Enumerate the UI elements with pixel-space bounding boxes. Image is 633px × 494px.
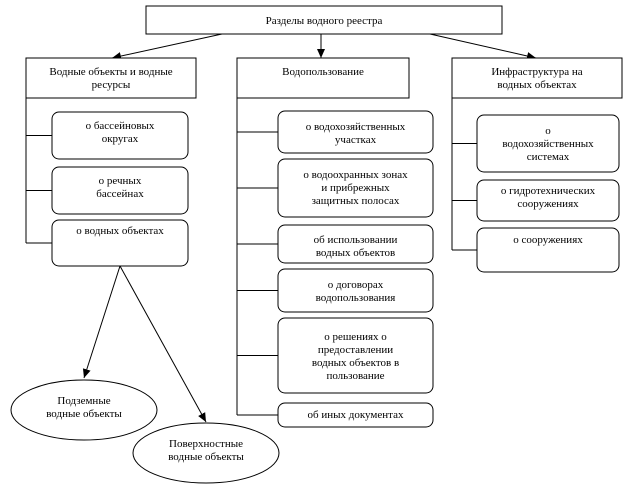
column-2-item-5-label-line: предоставлении — [318, 344, 393, 356]
column-2-item-6-label-line: об иных документах — [308, 409, 404, 421]
column-3-item-3-label-line: о сооружениях — [513, 234, 583, 246]
column-3-title-line: водных объектах — [497, 79, 577, 91]
column-1-item-1-label-line: округах — [102, 133, 139, 145]
column-1-item-2-label-line: бассейнах — [96, 188, 144, 200]
ellipse-2-label-line: водные объекты — [168, 451, 244, 463]
column-3-item-1-box — [476, 114, 620, 173]
column-1-item-2-box — [51, 166, 189, 215]
column-3-item-2-label-line: о гидротехнических — [501, 185, 596, 197]
column-2-item-5-label-line: водных объектов в — [312, 357, 399, 369]
column-3-item-1-label-line: о — [545, 125, 551, 137]
column-2-item-3-label-line: об использовании — [314, 234, 398, 246]
column-3-header-box — [451, 57, 623, 99]
column-2-item-6-label: об иных документах — [308, 409, 404, 421]
column-2-item-2-label-line: о водоохранных зонах — [303, 169, 408, 181]
ellipse-2-shape — [132, 422, 280, 484]
ellipse-arrow-2 — [119, 265, 207, 423]
column-3-item-3-label: о сооружениях — [513, 234, 583, 246]
column-1-item-3-box — [51, 219, 189, 267]
column-2-title: Водопользование — [282, 66, 364, 78]
column-1-item-3-label: о водных объектах — [76, 225, 164, 237]
ellipse-1-label-line: водные объекты — [46, 408, 122, 420]
column-2-item-5-label-line: пользование — [326, 370, 384, 382]
ellipse-1-shape — [10, 379, 158, 441]
root-label: Разделы водного реестра — [266, 15, 383, 27]
column-1-item-1-box — [51, 111, 189, 160]
column-2-item-2-label-line: и прибрежных — [321, 182, 390, 194]
column-1-header-box — [25, 57, 197, 99]
column-1-item-1-label-line: о бассейновых — [86, 120, 155, 132]
root-arrow-3 — [429, 33, 537, 60]
column-2-item-6-box — [277, 402, 434, 428]
column-2-item-1-label-line: о водохозяйственных — [306, 121, 406, 133]
column-1-item-2-label-line: о речных — [99, 175, 142, 187]
column-2-item-3-box — [277, 224, 434, 264]
column-2-item-1-label-line: участках — [335, 134, 377, 146]
ellipse-arrow-1 — [82, 265, 121, 379]
column-2-item-1-box — [277, 110, 434, 154]
column-2-item-5-box — [277, 317, 434, 394]
column-3-item-3-box — [476, 227, 620, 273]
column-2-item-4-box — [277, 268, 434, 313]
column-3-item-1-label-line: системах — [527, 151, 570, 163]
column-3-item-2-label-line: сооружениях — [517, 198, 579, 210]
column-1-item-3-label-line: о водных объектах — [76, 225, 164, 237]
column-3-item-1-label-line: водохозяйственных — [502, 138, 594, 150]
column-2-item-4-label-line: водопользования — [316, 292, 396, 304]
column-3-item-2-box — [476, 179, 620, 222]
column-2-title-line: Водопользование — [282, 66, 364, 78]
column-3-title-line: Инфраструктура на — [491, 66, 582, 78]
ellipse-1-label-line: Подземные — [57, 395, 110, 407]
root-arrow-1 — [111, 33, 223, 60]
root-box — [145, 5, 503, 35]
column-2-header-box — [236, 57, 410, 99]
connectors — [25, 33, 537, 423]
column-2-item-4-label-line: о договорах — [328, 279, 384, 291]
column-2-item-5-label-line: о решениях о — [324, 331, 387, 343]
column-2-item-2-label-line: защитных полосах — [312, 195, 400, 207]
column-1-title-line: Водные объекты и водные — [49, 66, 172, 78]
column-1-title-line: ресурсы — [92, 79, 131, 91]
column-2-item-2-box — [277, 158, 434, 218]
ellipse-2-label-line: Поверхностные — [169, 438, 243, 450]
column-2-item-3-label-line: водных объектов — [316, 247, 395, 259]
